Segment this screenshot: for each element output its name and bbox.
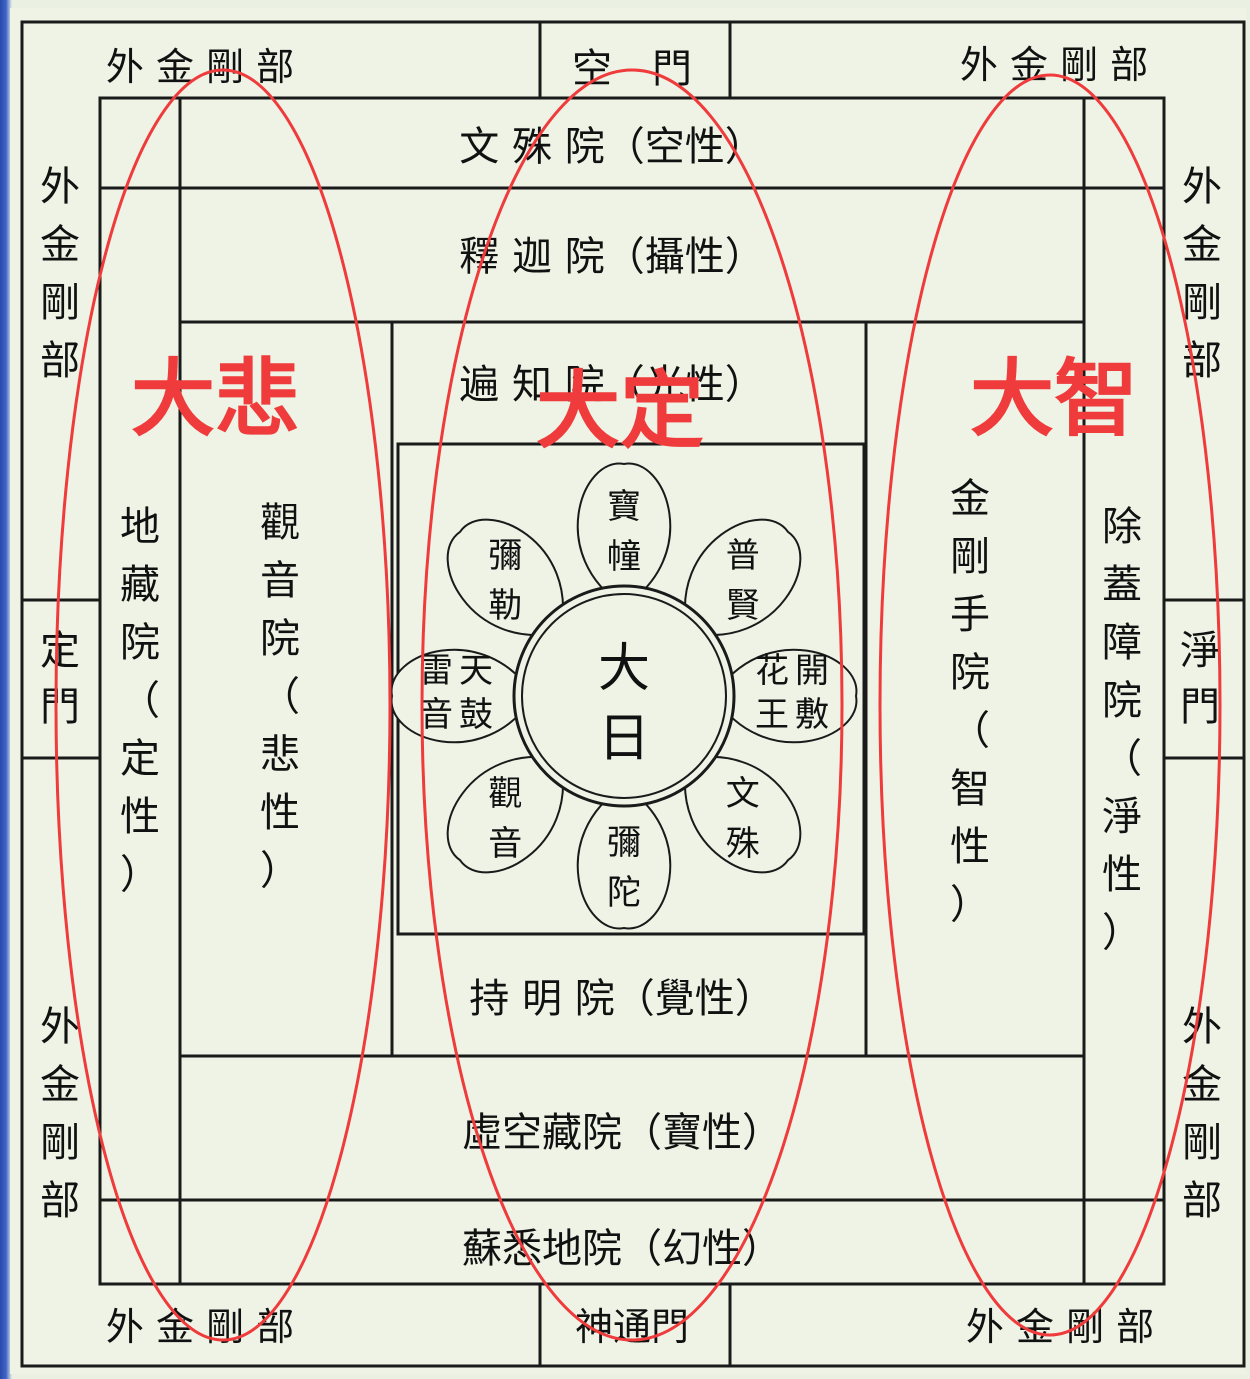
gate-right-label: 淨門 xyxy=(1180,628,1220,730)
lotus-center-label: 大日 xyxy=(598,639,650,769)
emphasis-great-concentration: 大定 xyxy=(536,362,704,460)
hall-manjusri: 文 殊 院（空性） xyxy=(459,124,764,170)
gate-bottom-label: 神通門 xyxy=(575,1305,689,1349)
vajra-label-top-right: 外 金 剛 部 xyxy=(960,43,1148,87)
lotus-petal-label: 普賢 xyxy=(726,536,760,626)
lotus-petal-label: 文殊 xyxy=(726,774,760,864)
outer-border xyxy=(20,20,1246,1368)
lotus-petal-label: 天雷鼓音 xyxy=(419,651,493,735)
lotus-petal-label: 彌陀 xyxy=(607,823,641,913)
lotus-petal xyxy=(390,648,536,744)
emphasis-great-compassion: 大悲 xyxy=(131,350,299,448)
vajra-label-bottom-left: 外 金 剛 部 xyxy=(106,1305,294,1349)
vajra-label-left-lower: 外金剛部 xyxy=(40,1004,80,1224)
hall-ksitigarbha: 地藏院（定性） xyxy=(120,504,160,898)
hall-vidyadhara: 持 明 院（覺性） xyxy=(469,976,774,1022)
lotus-petal xyxy=(576,462,672,608)
hall-nivarana: 除蓋障院（淨性） xyxy=(1102,504,1142,956)
lotus-petal xyxy=(446,756,564,874)
lotus-center-inner-ring xyxy=(521,593,727,799)
lotus-petal xyxy=(684,518,802,636)
hall-vajrapani: 金剛手院（智性） xyxy=(950,476,990,928)
gate-left-label: 定門 xyxy=(40,628,80,730)
lotus-petal-label: 寶幢 xyxy=(607,487,641,577)
ring-great-wisdom xyxy=(878,73,1222,1337)
lotus-petal xyxy=(576,784,672,930)
hall-susiddhi: 蘇悉地院（幻性） xyxy=(462,1226,782,1272)
vertical-labels: 外金剛部外金剛部外金剛部外金剛部定門淨門地藏院（定性）觀音院（悲性）金剛手院（智… xyxy=(40,164,1222,1224)
inner-border xyxy=(98,96,1166,1286)
lotus-petal-label: 觀音 xyxy=(488,774,522,864)
lotus: 寶幢普賢開花敷王文殊彌陀觀音 天雷鼓音 彌勒大日 xyxy=(390,462,858,930)
lotus-petal-label: 彌勒 xyxy=(488,536,522,626)
lotus-petal xyxy=(712,648,858,744)
lotus-petal-label: 開花敷王 xyxy=(755,651,829,735)
ring-great-compassion xyxy=(54,68,392,1342)
vajra-label-bottom-right: 外 金 剛 部 xyxy=(966,1305,1154,1349)
emphasis-great-wisdom: 大智 xyxy=(970,350,1138,448)
lotus-petal xyxy=(446,518,564,636)
hall-pervasive-knowledge: 遍 知 院（光性） xyxy=(459,362,764,408)
vajra-label-top-left: 外 金 剛 部 xyxy=(106,45,294,89)
vajra-label-left-upper: 外金剛部 xyxy=(40,164,80,384)
hall-avalokitesvara: 觀音院（悲性） xyxy=(260,500,300,894)
ring-great-concentration xyxy=(420,68,844,1342)
lotus-petal xyxy=(684,756,802,874)
hall-akasagarbha: 虛空藏院（寶性） xyxy=(462,1110,782,1156)
emphasis-rings xyxy=(54,68,1222,1342)
hall-shakyamuni: 釋 迦 院（攝性） xyxy=(459,234,764,280)
